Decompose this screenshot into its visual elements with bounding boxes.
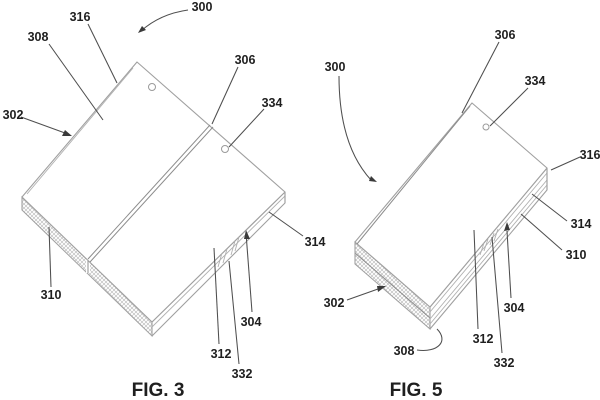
fig5-leader-lines <box>338 41 581 354</box>
fig5-top-face <box>354 102 548 308</box>
fig5-label-304: 304 <box>504 301 525 315</box>
fig3-leader-310 <box>48 226 52 288</box>
fig3-side-face-inner-line <box>151 195 286 328</box>
fig5-label-334: 334 <box>525 74 546 88</box>
fig3-caption: FIG. 3 <box>132 380 185 400</box>
fig3-bezel-inner-line <box>26 67 134 195</box>
fig5-drawing: 306 334 300 316 314 310 304 312 332 308 … <box>324 28 600 400</box>
fig3-label-308: 308 <box>28 30 49 44</box>
fig5-leader-302 <box>346 288 379 301</box>
fig3-leader-304 <box>245 232 253 313</box>
fig5-leader-310 <box>520 213 563 251</box>
fig5-label-310: 310 <box>566 248 587 262</box>
fig3-leader-332 <box>228 260 240 365</box>
fig5-label-314: 314 <box>571 217 592 231</box>
fig5-leader-332 <box>491 236 503 354</box>
fig3-label-300: 300 <box>192 0 213 14</box>
fig5-leader-308 <box>416 328 443 351</box>
fig5-leader-316 <box>550 156 581 171</box>
fig3-label-316: 316 <box>70 10 91 24</box>
fig3-camera-hole-left <box>148 83 156 91</box>
fig3-fold-seam-line-1 <box>87 124 211 260</box>
fig3-leader-334 <box>228 108 265 148</box>
fig3-label-332: 332 <box>232 367 253 381</box>
fig3-arrowhead-300 <box>138 26 146 33</box>
fig3-label-312: 312 <box>211 347 232 361</box>
fig5-label-302: 302 <box>324 296 345 310</box>
fig3-drawing: 300 316 308 302 306 334 314 310 304 312 … <box>3 0 326 400</box>
fig3-label-334: 334 <box>262 96 283 110</box>
fig5-arrowhead-300 <box>369 176 377 182</box>
fig3-fold-seam-line-2 <box>89 126 214 263</box>
fig5-caption: FIG. 5 <box>390 380 443 400</box>
fig5-label-332: 332 <box>494 356 515 370</box>
fig5-arrowhead-304 <box>504 222 510 231</box>
fig5-label-312: 312 <box>473 332 494 346</box>
fig3-side-notches <box>217 236 240 268</box>
fig3-label-310: 310 <box>41 288 62 302</box>
fig3-camera-hole-right <box>221 145 229 153</box>
fig5-camera-hole <box>482 123 490 131</box>
fig3-leader-308 <box>48 43 104 121</box>
fig3-leader-306 <box>211 66 239 125</box>
fig5-layer-lines <box>429 172 548 325</box>
fig5-label-316: 316 <box>580 148 600 162</box>
fig5-leader-314 <box>531 193 568 222</box>
fig3-leader-300 <box>140 9 189 32</box>
fig5-leader-300 <box>338 75 372 181</box>
fig5-side-face-split-line <box>354 252 431 319</box>
fig5-leader-304 <box>506 230 512 299</box>
fig5-label-306: 306 <box>495 28 516 42</box>
fig5-fold-edge-line <box>356 105 471 245</box>
fig3-arrowhead-302 <box>62 130 72 136</box>
fig3-arrowhead-304 <box>244 230 250 239</box>
fig3-labels: 300 316 308 302 306 334 314 310 304 312 … <box>3 0 326 381</box>
fig5-arrowhead-302 <box>377 286 386 292</box>
fig5-labels: 306 334 300 316 314 310 304 312 332 308 … <box>324 28 600 370</box>
fig5-leader-312 <box>473 229 479 330</box>
fig3-label-304: 304 <box>241 315 262 329</box>
fig5-label-300: 300 <box>325 60 346 74</box>
fig3-leader-302 <box>20 116 66 134</box>
fig3-label-306: 306 <box>235 53 256 67</box>
fig3-label-314: 314 <box>305 235 326 249</box>
fig3-label-302: 302 <box>3 108 24 122</box>
fig3-leader-lines <box>20 9 304 365</box>
fig5-leader-306 <box>461 41 500 114</box>
fig5-leader-334 <box>489 87 529 127</box>
fig3-leader-312 <box>213 247 220 345</box>
fig3-leader-316 <box>87 23 118 84</box>
fig3-leader-314 <box>268 211 304 237</box>
fig5-label-308: 308 <box>394 344 415 358</box>
